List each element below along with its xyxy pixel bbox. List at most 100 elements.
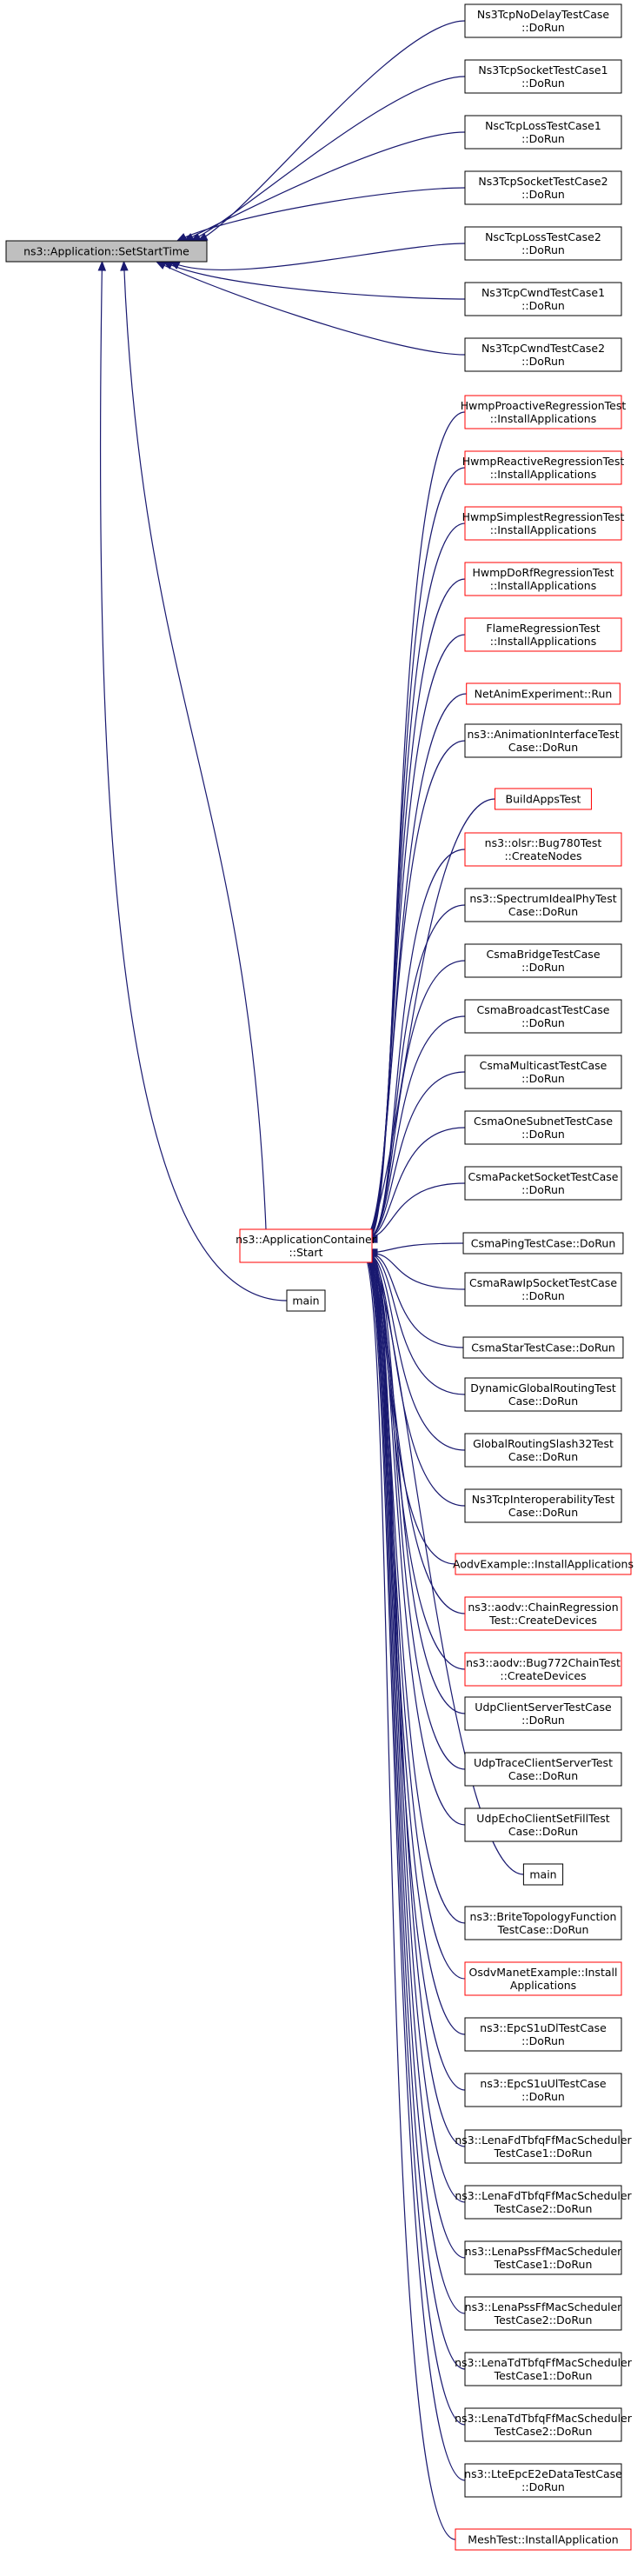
node-ns3-epcs1uultestcase-dorun[interactable]: ns3::EpcS1uUlTestCase::DoRun bbox=[464, 2073, 622, 2107]
node-osdvmanetexample-installapplications-label-line: OsdvManetExample::Install bbox=[469, 1966, 618, 1979]
node-ns3-animationinterfacetestcase-dorun-box bbox=[464, 723, 622, 758]
node-ns3-epcs1uultestcase-dorun-box bbox=[464, 2073, 622, 2107]
node-ns3tcpcwndtestcase1-dorun[interactable]: Ns3TcpCwndTestCase1::DoRun bbox=[464, 282, 622, 316]
node-csmaonesubnettestcase-dorun[interactable]: CsmaOneSubnetTestCase::DoRun bbox=[464, 1110, 622, 1145]
node-dynamicglobalroutingtestcase-dorun-label-line: Case::DoRun bbox=[508, 1395, 578, 1408]
node-application-container-start-box bbox=[239, 1228, 373, 1263]
node-csmarawipsockettestcase-dorun-label-line: CsmaRawIpSocketTestCase bbox=[469, 1276, 617, 1289]
node-main-direct[interactable]: main bbox=[286, 1289, 326, 1312]
edge-caller-to-container-start bbox=[363, 1071, 466, 1243]
node-csmaonesubnettestcase-dorun-box bbox=[464, 1110, 622, 1145]
edge-main-to-root bbox=[97, 260, 288, 1301]
node-udpclientservertestcase-dorun[interactable]: UdpClientServerTestCase::DoRun bbox=[464, 1696, 622, 1731]
node-hwmpdorfregressiontest-installapplications-label-line: ::InstallApplications bbox=[490, 579, 596, 592]
node-dynamicglobalroutingtestcase-dorun-box bbox=[464, 1377, 622, 1412]
node-netanimexperiment-run-label-line: NetAnimExperiment::Run bbox=[475, 688, 613, 701]
node-hwmpsimplestregressiontest-installapplications-box bbox=[464, 506, 622, 541]
node-meshtest-installapplication[interactable]: MeshTest::InstallApplication bbox=[455, 2528, 632, 2551]
node-ns3-lenatdtbfqffmacschedulertestcase2-dorun-box bbox=[464, 2407, 622, 2442]
node-aodvexample-installapplications[interactable]: AodvExample::InstallApplications bbox=[453, 1553, 634, 1575]
node-flameregressiontest-installapplications-label-line: FlameRegressionTest bbox=[486, 622, 600, 635]
node-nsctcplosstestcase1-dorun-label-line: NscTcpLossTestCase1 bbox=[485, 119, 601, 132]
node-csmamulticasttestcase-dorun-label-line: CsmaMulticastTestCase bbox=[480, 1059, 607, 1072]
node-main-caller[interactable]: main bbox=[522, 1863, 564, 1886]
node-dynamicglobalroutingtestcase-dorun-label-line: DynamicGlobalRoutingTest bbox=[470, 1381, 616, 1395]
node-ns3-olsr-bug780test-createnodes-label-line: ::CreateNodes bbox=[504, 849, 581, 862]
node-ns3-epcs1uultestcase-dorun-label-line: ns3::EpcS1uUlTestCase bbox=[480, 2077, 606, 2090]
node-ns3tcpcwndtestcase2-dorun[interactable]: Ns3TcpCwndTestCase2::DoRun bbox=[464, 337, 622, 372]
node-ns3tcpsockettestcase2-dorun[interactable]: Ns3TcpSocketTestCase2::DoRun bbox=[464, 170, 622, 205]
node-csmapacketsockettestcase-dorun-label-line: ::DoRun bbox=[521, 1183, 565, 1196]
node-nsctcplosstestcase2-dorun[interactable]: NscTcpLossTestCase2::DoRun bbox=[464, 226, 622, 261]
node-csmabroadcasttestcase-dorun[interactable]: CsmaBroadcastTestCase::DoRun bbox=[464, 999, 622, 1034]
node-hwmpreactiveregressiontest-installapplications-label-line: HwmpReactiveRegressionTest bbox=[462, 455, 625, 468]
node-hwmpproactiveregressiontest-installapplications[interactable]: HwmpProactiveRegressionTest::InstallAppl… bbox=[461, 395, 627, 429]
node-ns3-spectrumidealphytestcase-dorun-label-line: ns3::SpectrumIdealPhyTest bbox=[469, 892, 616, 905]
node-ns3-lenafdtbfqffmacschedulertestcase2-dorun[interactable]: ns3::LenaFdTbfqFfMacSchedulerTestCase2::… bbox=[455, 2185, 633, 2220]
node-hwmpdorfregressiontest-installapplications[interactable]: HwmpDoRfRegressionTest::InstallApplicati… bbox=[464, 562, 622, 596]
node-ns3tcpcwndtestcase1-dorun-label-line: Ns3TcpCwndTestCase1 bbox=[481, 286, 605, 299]
node-ns3-lteepce2edatatestcase-dorun-label-line: ::DoRun bbox=[521, 2480, 565, 2493]
node-ns3-lenapssffmacschedulertestcase2-dorun[interactable]: ns3::LenaPssFfMacSchedulerTestCase2::DoR… bbox=[464, 2296, 623, 2331]
edge-caller-to-root bbox=[155, 261, 466, 356]
node-ns3-epcs1udltestcase-dorun[interactable]: ns3::EpcS1uDlTestCase::DoRun bbox=[464, 2017, 622, 2052]
node-udptraceclientservertestcase-dorun-label-line: UdpTraceClientServerTest bbox=[474, 1756, 613, 1769]
node-application-container-start[interactable]: ns3::ApplicationContainer::Start bbox=[236, 1228, 377, 1263]
node-application-container-start-label-line: ns3::ApplicationContainer bbox=[236, 1233, 377, 1246]
node-ns3-aodv-bug772chaintest-createdevices-label-line: ::CreateDevices bbox=[500, 1669, 586, 1682]
node-csmabridgetestcase-dorun-label-line: CsmaBridgeTestCase bbox=[486, 948, 600, 961]
node-ns3tcpsockettestcase1-dorun[interactable]: Ns3TcpSocketTestCase1::DoRun bbox=[464, 59, 622, 94]
node-ns3-aodv-chainregressiontest-createdevices[interactable]: ns3::aodv::ChainRegressionTest::CreateDe… bbox=[464, 1596, 622, 1631]
node-ns3-lenatdtbfqffmacschedulertestcase2-dorun[interactable]: ns3::LenaTdTbfqFfMacSchedulerTestCase2::… bbox=[455, 2407, 633, 2442]
node-udpclientservertestcase-dorun-label-line: ::DoRun bbox=[521, 1714, 565, 1727]
node-csmabridgetestcase-dorun[interactable]: CsmaBridgeTestCase::DoRun bbox=[464, 943, 622, 978]
node-ns3tcpsockettestcase1-dorun-label-line: ::DoRun bbox=[521, 77, 565, 90]
node-ns3-lenapssffmacschedulertestcase1-dorun-label-line: TestCase1::DoRun bbox=[494, 2258, 593, 2271]
node-hwmpreactiveregressiontest-installapplications[interactable]: HwmpReactiveRegressionTest::InstallAppli… bbox=[462, 450, 625, 485]
node-csmapacketsockettestcase-dorun[interactable]: CsmaPacketSocketTestCase::DoRun bbox=[464, 1166, 622, 1201]
node-buildappstest[interactable]: BuildAppsTest bbox=[495, 788, 592, 810]
node-nsctcplosstestcase2-dorun-label-line: ::DoRun bbox=[521, 243, 565, 256]
node-csmastartestcase-dorun[interactable]: CsmaStarTestCase::DoRun bbox=[462, 1336, 624, 1359]
node-csmabridgetestcase-dorun-label-line: ::DoRun bbox=[521, 961, 565, 974]
node-netanimexperiment-run[interactable]: NetAnimExperiment::Run bbox=[466, 682, 621, 705]
node-csmapingtestcase-dorun-box bbox=[462, 1232, 624, 1255]
root-node-set-start-time[interactable]: ns3::Application::SetStartTime bbox=[5, 240, 208, 263]
node-ns3-lenatdtbfqffmacschedulertestcase1-dorun[interactable]: ns3::LenaTdTbfqFfMacSchedulerTestCase1::… bbox=[455, 2352, 633, 2386]
node-csmarawipsockettestcase-dorun-box bbox=[464, 1272, 622, 1307]
node-flameregressiontest-installapplications[interactable]: FlameRegressionTest::InstallApplications bbox=[464, 617, 622, 652]
node-ns3-olsr-bug780test-createnodes[interactable]: ns3::olsr::Bug780Test::CreateNodes bbox=[464, 832, 622, 867]
node-hwmpreactiveregressiontest-installapplications-box bbox=[464, 450, 622, 485]
node-netanimexperiment-run-box bbox=[466, 682, 621, 705]
edge-caller-to-container-start bbox=[367, 1248, 466, 1714]
node-ns3-aodv-bug772chaintest-createdevices[interactable]: ns3::aodv::Bug772ChainTest::CreateDevice… bbox=[464, 1652, 622, 1687]
node-ns3-britetopologyfunctiontestcase-dorun[interactable]: ns3::BriteTopologyFunctionTestCase::DoRu… bbox=[464, 1906, 622, 1940]
node-ns3-lteepce2edatatestcase-dorun[interactable]: ns3::LteEpcE2eDataTestCase::DoRun bbox=[464, 2463, 622, 2498]
node-nsctcplosstestcase1-dorun[interactable]: NscTcpLossTestCase1::DoRun bbox=[464, 115, 622, 150]
node-ns3tcpinteroperabilitytestcase-dorun-label-line: Ns3TcpInteroperabilityTest bbox=[472, 1493, 615, 1506]
node-ns3-lenapssffmacschedulertestcase1-dorun[interactable]: ns3::LenaPssFfMacSchedulerTestCase1::DoR… bbox=[464, 2240, 623, 2275]
node-ns3-lenapssffmacschedulertestcase2-dorun-box bbox=[464, 2296, 622, 2331]
node-hwmpproactiveregressiontest-installapplications-label-line: ::InstallApplications bbox=[490, 412, 596, 425]
node-ns3-aodv-chainregressiontest-createdevices-box bbox=[464, 1596, 622, 1631]
node-csmarawipsockettestcase-dorun[interactable]: CsmaRawIpSocketTestCase::DoRun bbox=[464, 1272, 622, 1307]
call-graph-edges bbox=[97, 20, 524, 2540]
node-csmamulticasttestcase-dorun[interactable]: CsmaMulticastTestCase::DoRun bbox=[464, 1055, 622, 1089]
node-ns3tcpnodelaytestcase-dorun[interactable]: Ns3TcpNoDelayTestCase::DoRun bbox=[464, 3, 622, 38]
node-hwmpsimplestregressiontest-installapplications[interactable]: HwmpSimplestRegressionTest::InstallAppli… bbox=[462, 506, 625, 541]
node-ns3-lenafdtbfqffmacschedulertestcase1-dorun[interactable]: ns3::LenaFdTbfqFfMacSchedulerTestCase1::… bbox=[455, 2129, 633, 2164]
node-csmapingtestcase-dorun[interactable]: CsmaPingTestCase::DoRun bbox=[462, 1232, 624, 1255]
node-ns3-aodv-bug772chaintest-createdevices-label-line: ns3::aodv::Bug772ChainTest bbox=[466, 1656, 621, 1669]
edge-caller-to-container-start bbox=[367, 1248, 466, 1290]
node-udpclientservertestcase-dorun-box bbox=[464, 1696, 622, 1731]
node-csmapacketsockettestcase-dorun-box bbox=[464, 1166, 622, 1201]
root-node-set-start-time-box bbox=[5, 240, 208, 263]
node-osdvmanetexample-installapplications[interactable]: OsdvManetExample::InstallApplications bbox=[464, 1961, 622, 1996]
